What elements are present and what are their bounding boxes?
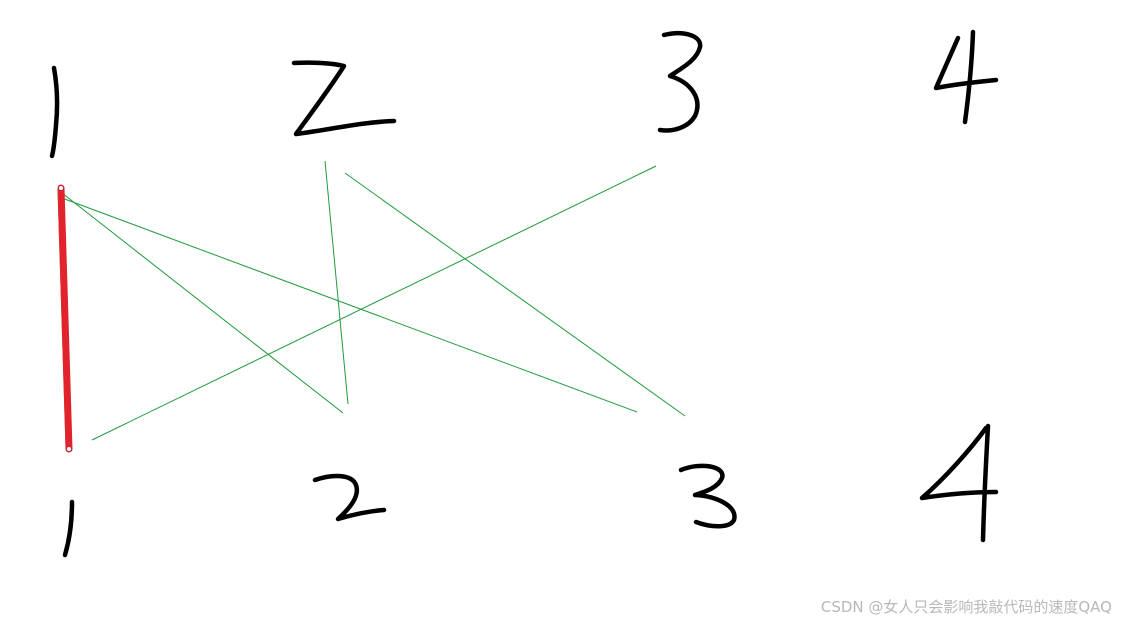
edge-2-to-1 (91, 165, 657, 441)
bottom-vertex-4 (919, 423, 999, 543)
bottom-vertex-2 (312, 473, 387, 522)
top-vertex-2 (291, 60, 397, 137)
watermark: CSDN @女人只会影响我敲代码的速度QAQ (820, 598, 1112, 616)
edge-2-to-2 (324, 160, 349, 405)
top-vertex-1 (49, 65, 60, 159)
top-vertex-4 (933, 29, 999, 125)
edge-1-to-2 (61, 192, 344, 414)
matching-edge-end-handle (66, 446, 72, 452)
matching-edge-start-handle (58, 185, 64, 191)
edge-2-to-3 (344, 172, 686, 417)
bottom-vertex-1 (62, 499, 75, 558)
edge-1-to-3 (61, 197, 638, 413)
matching-edge-1-to-1 (57, 184, 73, 453)
bottom-vertex-3 (678, 463, 737, 529)
top-vertex-3 (657, 30, 703, 133)
